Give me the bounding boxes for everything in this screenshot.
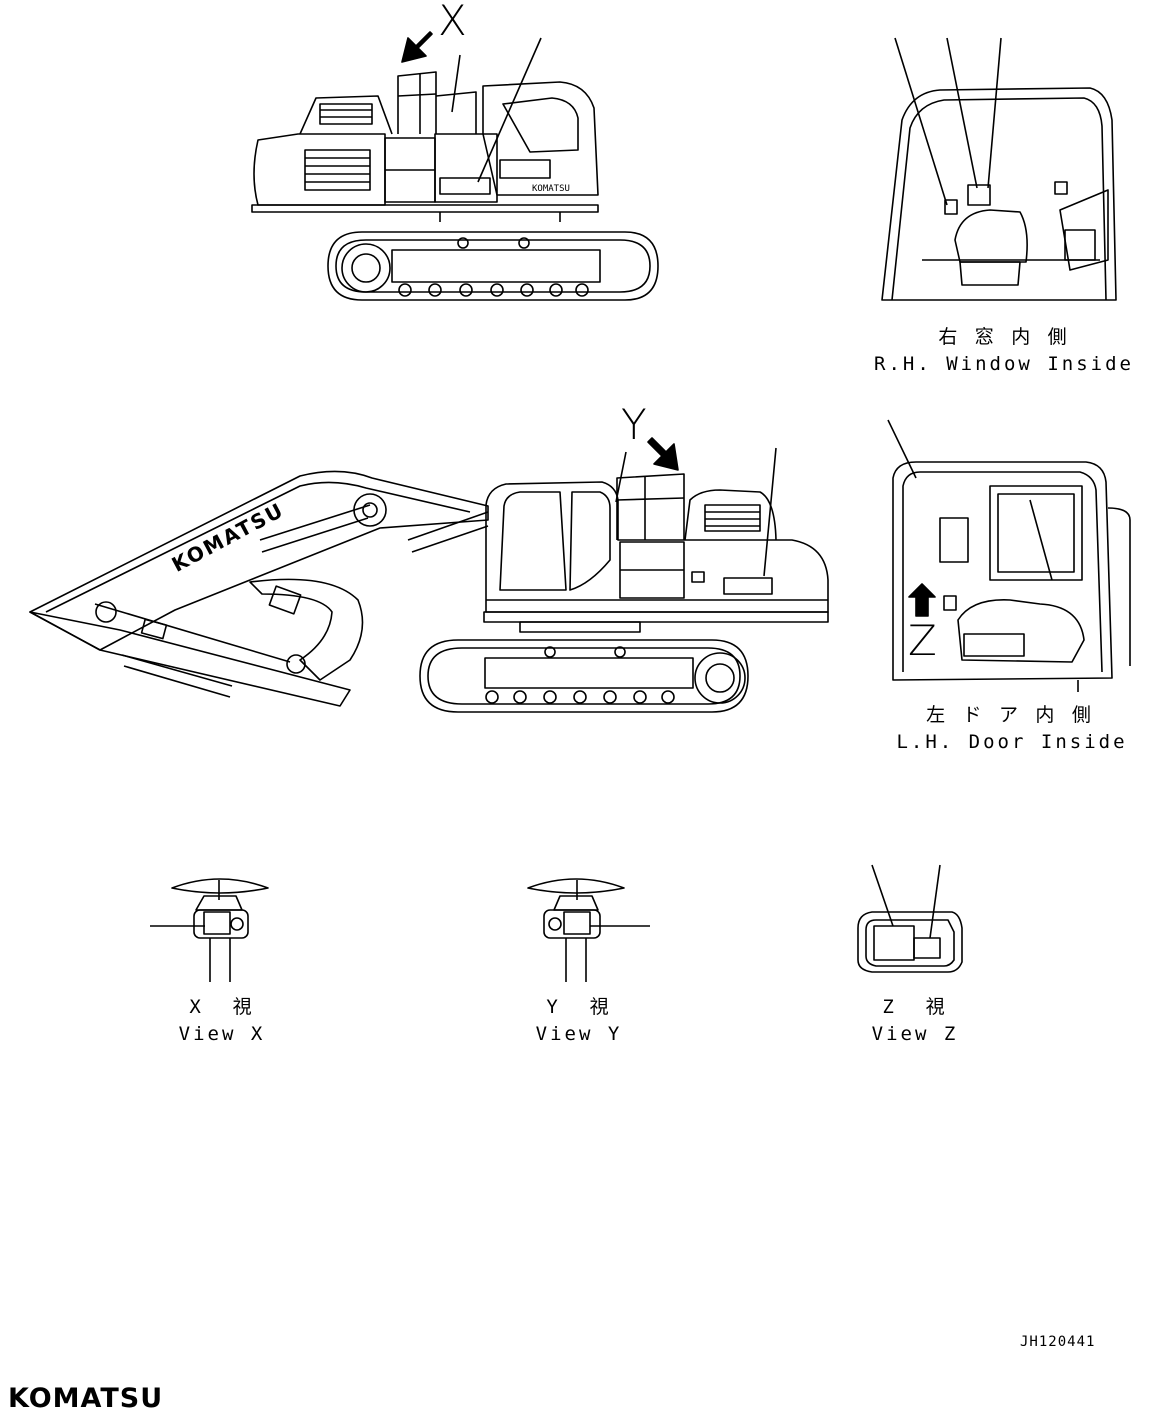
excavator-right-side-view [251, 37, 659, 301]
view-x-label-en: View X [178, 1023, 266, 1045]
lh-door-inside-view [887, 419, 1131, 692]
view-y-label-jp: Y 視 [546, 996, 612, 1018]
arrow-z-icon [908, 583, 936, 617]
view-y-detail [527, 878, 650, 982]
excavator-left-side-view [29, 447, 829, 713]
machine-brand-decal: KOMATSU [532, 184, 570, 194]
view-z-label-en: View Z [871, 1023, 959, 1045]
view-x-detail [150, 878, 269, 982]
rh-window-label-jp: 右 窓 内 側 [938, 326, 1070, 348]
lh-door-label-jp: 左 ド ア 内 側 [926, 704, 1094, 726]
view-y-label-en: View Y [535, 1023, 623, 1045]
rh-window-label-en: R.H. Window Inside [874, 353, 1134, 375]
view-x-marker: X [438, 0, 467, 45]
rh-window-inside-view [881, 37, 1117, 301]
view-y-marker: Y [621, 400, 647, 449]
view-z-marker: Z [908, 616, 937, 665]
view-z-label-jp: Z 視 [882, 996, 948, 1018]
lh-door-label-en: L.H. Door Inside [896, 731, 1128, 753]
komatsu-logo: KOMATSU [8, 1383, 164, 1414]
arrow-x-icon [401, 31, 433, 63]
view-z-detail [857, 864, 963, 973]
view-x-label-jp: X 視 [189, 996, 255, 1018]
document-number: JH120441 [1020, 1334, 1096, 1350]
arrow-y-icon [647, 437, 679, 471]
